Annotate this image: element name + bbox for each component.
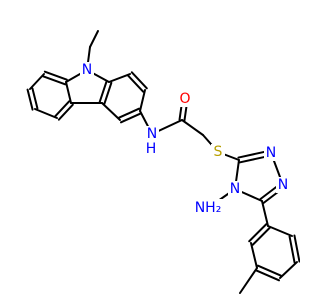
bond-c3l-c4l [34, 108, 58, 119]
atom-n-triazole-right: N [276, 177, 290, 193]
atom-label-n-triazole-top: N [266, 145, 276, 161]
atom-label-n-carbazole: N [82, 62, 92, 78]
atom-nh2-amino: NH₂ [193, 199, 223, 217]
bond-c7-c6 [139, 89, 146, 112]
double-bond-p3-p4 [256, 264, 282, 277]
double-bond-c6-c5 [117, 107, 140, 119]
double-bond-c4l-c4b [54, 100, 71, 118]
atom-n-amide: N [145, 126, 159, 142]
atom-label-s-thioether: S [214, 144, 223, 160]
double-bond-c9a-c1l [42, 75, 67, 86]
atom-label-layer: N N H O S N [80, 62, 290, 217]
bond-c4b-c9a [65, 81, 72, 104]
atom-s-thioether: S [211, 144, 225, 160]
double-bond-p5-p6 [288, 235, 296, 264]
double-bond-c6-c5 [120, 112, 143, 124]
double-bond-p1-p2 [251, 226, 271, 246]
bond-c8a-c8 [108, 73, 131, 83]
bond-p6-p1 [267, 225, 293, 237]
atom-n-carbazole: N [80, 62, 94, 78]
bond-p2-p3 [250, 242, 258, 269]
double-bond-c2l-c3l [31, 87, 39, 110]
double-bond-c9a-c1l [43, 70, 68, 81]
bond-c_co-ch2 [181, 119, 204, 136]
molecule-structure: N N H O S N [26, 30, 300, 294]
bond-p3-me [239, 267, 258, 294]
bond-c1-c2 [89, 30, 99, 48]
double-bond-c2l-c3l [26, 88, 34, 111]
atom-label-n-triazole-ring: N [230, 181, 240, 197]
double-bond-p1-p2 [248, 223, 268, 243]
atom-n-triazole-top: N [264, 145, 278, 161]
bond-c5-c4a [101, 102, 121, 121]
atom-label-nh2-amino: NH₂ [195, 200, 222, 216]
double-bond-p3-p4 [255, 269, 281, 282]
double-bond-p5-p6 [293, 234, 300, 263]
atom-label-n-amide: N [147, 126, 157, 142]
atom-label-h-amide: H [146, 141, 157, 157]
double-bond-c4a-c8a [103, 81, 113, 105]
molecule-canvas: N N H O S N [26, 30, 300, 294]
double-bond-c4l-c4b [57, 103, 74, 121]
atom-o-carbonyl: O [178, 91, 192, 107]
atom-label-n-triazole-right: N [278, 177, 288, 193]
double-bond-c4a-c8a [98, 80, 108, 104]
bond-p4-p5 [279, 261, 298, 279]
bond-layer [26, 30, 300, 294]
atom-label-o-carbonyl: O [179, 91, 190, 107]
bond-t5-p1 [261, 200, 269, 227]
atom-h-amide: H [144, 141, 158, 157]
double-bond-c8-c7 [130, 71, 148, 90]
double-bond-c8-c7 [127, 74, 145, 93]
bond-c1l-c2l [29, 73, 45, 90]
atom-n-triazole-ring: N [228, 181, 242, 197]
